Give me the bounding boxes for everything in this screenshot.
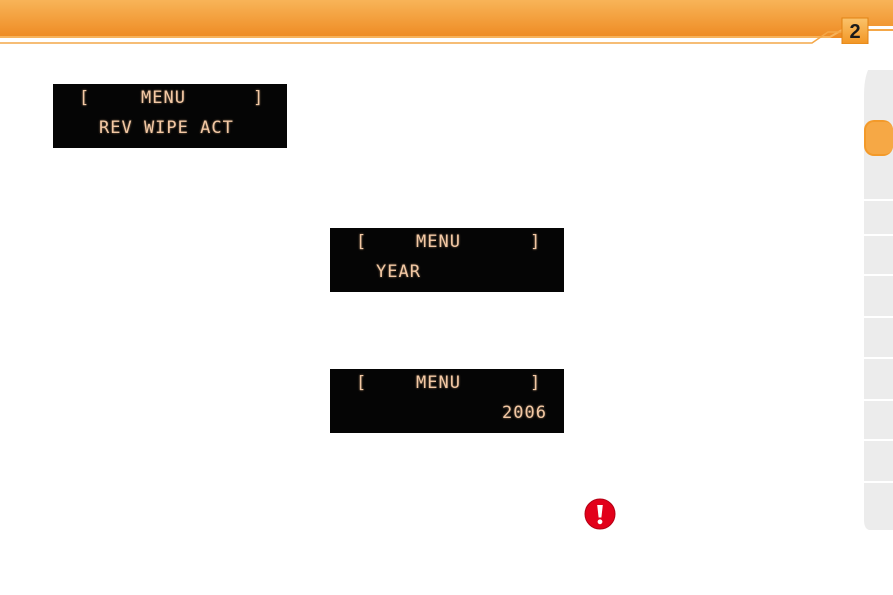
chapter-number: 2: [849, 21, 861, 43]
lcd-menu-label: MENU: [141, 88, 186, 108]
chapter-header-bar: [0, 0, 893, 44]
lcd-bracket-left: [: [79, 88, 91, 108]
lcd-display-year: [ MENU ] YEAR: [330, 228, 564, 292]
lcd-line2-text: REV WIPE ACT: [99, 118, 234, 138]
lcd-line2-text: YEAR: [376, 262, 421, 282]
lcd-bracket-left: [: [356, 373, 368, 393]
lcd-menu-label: MENU: [416, 232, 461, 252]
lcd-display-year-value: [ MENU ] 2006: [330, 369, 564, 433]
lcd-display-rev-wipe: [ MENU ] REV WIPE ACT: [53, 84, 287, 148]
lcd-menu-label: MENU: [416, 373, 461, 393]
lcd-line2-text: 2006: [502, 403, 547, 423]
exclamation-warning-icon: [584, 498, 616, 530]
lcd-bracket-right: ]: [530, 232, 542, 252]
lcd-bracket-left: [: [356, 232, 368, 252]
lcd-bracket-right: ]: [530, 373, 542, 393]
chapter-tab-strip: [864, 70, 893, 530]
lcd-bracket-right: ]: [253, 88, 265, 108]
